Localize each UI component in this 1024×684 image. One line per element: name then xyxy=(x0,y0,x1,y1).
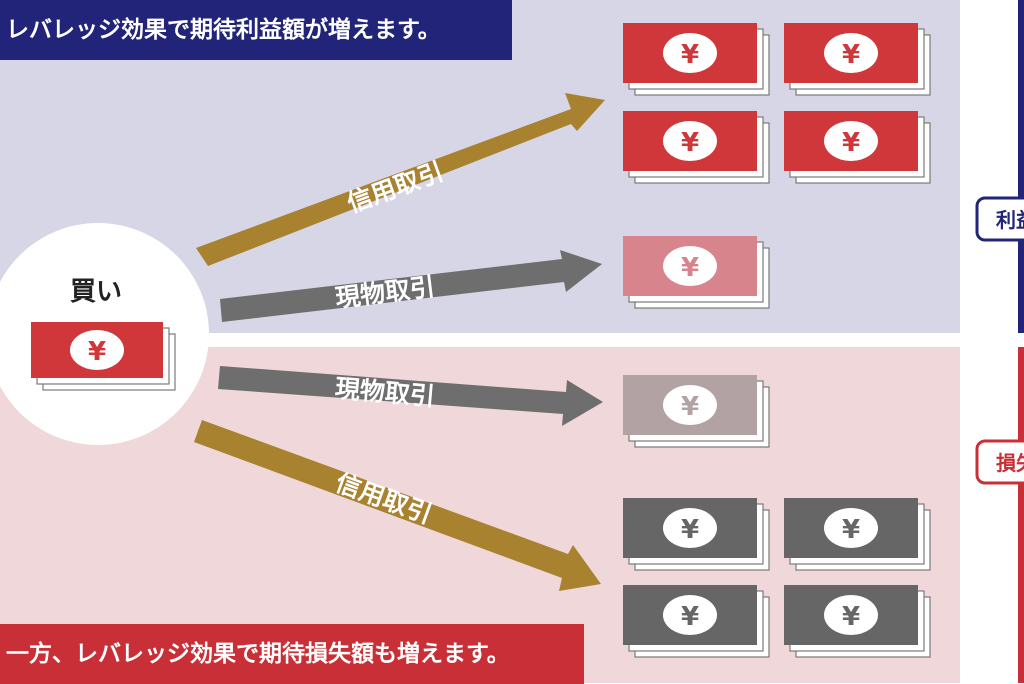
spot-up-label: 現物取引 xyxy=(334,272,437,313)
yen-symbol: ¥ xyxy=(842,128,860,158)
profit-tag: 利益 xyxy=(996,208,1024,232)
yen-symbol: ¥ xyxy=(681,128,699,158)
bill-stack-gray-3: ¥ xyxy=(622,584,770,658)
buy-label: 買い xyxy=(70,277,122,307)
spot-down-label: 現物取引 xyxy=(334,374,436,412)
bill-stack-red-2: ¥ xyxy=(783,22,931,96)
bill-stack-gray-2: ¥ xyxy=(783,497,931,571)
buy-node: 買い ¥ xyxy=(0,223,209,445)
yen-symbol: ¥ xyxy=(842,40,860,70)
yen-symbol: ¥ xyxy=(681,515,699,545)
margin-up-label: 信用取引 xyxy=(343,157,447,218)
spot-up-arrow: 現物取引 xyxy=(220,250,602,322)
bill-stack-gray-1: ¥ xyxy=(622,497,770,571)
bill-stack-mauve: ¥ xyxy=(622,374,770,448)
yen-symbol: ¥ xyxy=(681,602,699,632)
yen-symbol: ¥ xyxy=(88,337,106,367)
buy-bill-icon: ¥ xyxy=(31,322,176,391)
margin-down-arrow: 信用取引 xyxy=(194,420,601,591)
yen-symbol: ¥ xyxy=(681,253,699,283)
spot-down-arrow: 現物取引 xyxy=(218,366,603,426)
bill-stack-red-1: ¥ xyxy=(622,22,770,96)
bill-stack-red-4: ¥ xyxy=(783,110,931,184)
yen-symbol: ¥ xyxy=(681,40,699,70)
margin-down-label: 信用取引 xyxy=(332,468,436,529)
yen-symbol: ¥ xyxy=(842,515,860,545)
yen-symbol: ¥ xyxy=(842,602,860,632)
bill-stack-red-3: ¥ xyxy=(622,110,770,184)
bill-stack-pink: ¥ xyxy=(622,235,770,309)
margin-up-arrow: 信用取引 xyxy=(196,93,605,266)
yen-symbol: ¥ xyxy=(681,392,699,422)
loss-tag: 損失 xyxy=(996,451,1024,475)
loss-banner: 一方、レバレッジ効果で期待損失額も増えます。 xyxy=(0,624,584,684)
loss-gauge: 損失 xyxy=(975,347,1024,683)
profit-banner: レバレッジ効果で期待利益額が増えます。 xyxy=(0,0,512,60)
bill-stack-gray-4: ¥ xyxy=(783,584,931,658)
profit-gauge: 利益 xyxy=(975,0,1024,333)
